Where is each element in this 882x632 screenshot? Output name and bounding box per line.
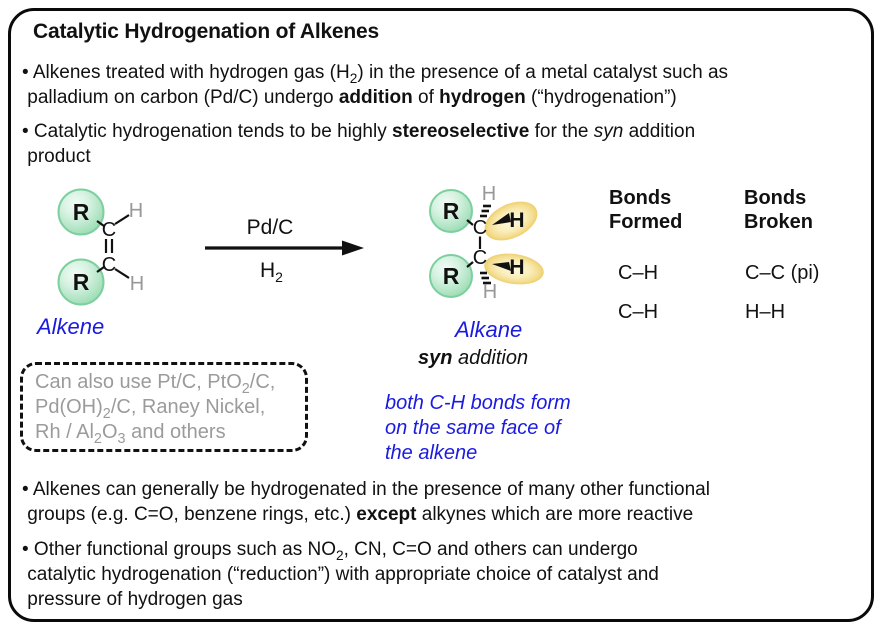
hash-bond: [480, 271, 491, 285]
bond-line: [466, 261, 474, 268]
r-group-sphere: [57, 258, 105, 306]
new-bond-highlight: [484, 253, 544, 285]
wedge-bond: [492, 262, 511, 271]
bullet-functional-group-tolerance: • Alkenes can generally be hydrogenated …: [22, 479, 710, 525]
atom-label-h: H: [483, 281, 497, 303]
atom-label-r: R: [73, 269, 90, 295]
bond-line: [96, 266, 105, 273]
atom-label-h-added: H: [509, 256, 524, 279]
atom-label-h: H: [482, 183, 496, 205]
bullet-stereoselective: • Catalytic hydrogenation tends to be hi…: [22, 121, 696, 167]
atom-label-r: R: [443, 198, 460, 224]
bond-formed-cell: C–H: [618, 262, 659, 284]
bullet-other-reductions: • Other functional groups such as NO2, C…: [22, 539, 659, 610]
bond-line: [114, 268, 130, 279]
reaction-arrow: Pd/C H2: [205, 216, 364, 285]
reagent-above-arrow: Pd/C: [247, 216, 294, 239]
atom-label-c: C: [473, 247, 487, 269]
bonds-broken-header: Bonds Broken: [744, 187, 813, 233]
atom-label-h: H: [130, 273, 144, 295]
alkane-caption: Alkane: [455, 317, 523, 342]
atom-label-h: H: [129, 200, 143, 222]
r-group-sphere: [429, 189, 473, 233]
wedge-bond: [492, 213, 511, 225]
alkene-structure: R R C C H H: [57, 188, 144, 306]
alkene-caption: Alkene: [37, 314, 105, 339]
bond-formed-cell: C–H: [618, 301, 659, 323]
atom-label-r: R: [73, 199, 90, 225]
arrow-head: [342, 240, 364, 256]
hash-bond: [480, 204, 491, 218]
syn-addition-caption: syn addition: [418, 347, 529, 369]
bond-line: [114, 214, 130, 225]
bonds-formed-header: Bonds Formed: [609, 187, 683, 233]
outer-border-frame: [8, 8, 874, 622]
atom-label-h-added: H: [509, 209, 524, 232]
reaction-scheme-drawing: R R C C H H Pd/C H2: [57, 183, 544, 306]
bond-line: [96, 220, 105, 227]
new-bond-highlight: [484, 201, 538, 241]
atom-label-c: C: [473, 217, 487, 239]
atom-label-c: C: [102, 254, 116, 276]
r-group-sphere: [429, 254, 473, 298]
r-group-sphere: [57, 188, 105, 236]
bond-line: [466, 219, 474, 226]
alternative-catalysts-box: Can also use Pt/C, PtO2/C,Pd(OH)2/C, Ran…: [20, 362, 308, 452]
page-title: Catalytic Hydrogenation of Alkenes: [33, 20, 379, 43]
bond-broken-cell: C–C (pi): [745, 262, 820, 284]
bond-broken-cell: H–H: [745, 301, 786, 323]
atom-label-c: C: [102, 219, 116, 241]
reagent-below-arrow: H2: [260, 259, 283, 285]
bullet-hydrogenation-definition: • Alkenes treated with hydrogen gas (H2)…: [22, 62, 729, 108]
alkane-structure: R R C C H H H H: [429, 183, 544, 303]
atom-label-r: R: [443, 263, 460, 289]
